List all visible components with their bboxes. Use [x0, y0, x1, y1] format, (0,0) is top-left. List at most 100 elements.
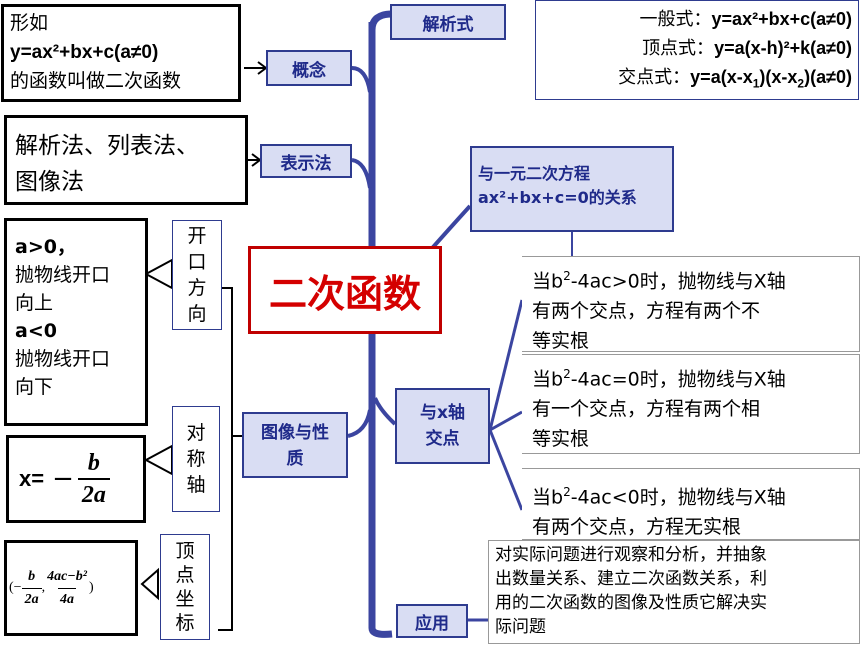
cond3-line-1: 当b2-4ac<0时，抛物线与X轴 — [532, 477, 849, 512]
cond1-line-3: 等实根 — [532, 330, 590, 353]
spine-line — [368, 22, 393, 638]
xaxis-line-1: 与x轴 — [420, 403, 465, 423]
vertex-box: (− b 2a , 4ac−b² 4a ) — [4, 540, 138, 636]
center-title: 二次函数 — [268, 271, 421, 316]
vertex-fraction-1: b 2a — [21, 566, 42, 611]
vertex-comma: , — [41, 580, 46, 595]
opening-line-3: 向上 — [15, 292, 54, 314]
general-label: 一般式： — [639, 9, 712, 30]
symmetry-prefix: x= — [19, 466, 45, 491]
vertex-n1: b — [28, 568, 36, 584]
vertex-char-4: 标 — [175, 612, 195, 634]
vertex-label[interactable]: 顶 点 坐 标 — [160, 534, 210, 640]
cond3-prefix: 当b — [532, 486, 564, 509]
opening-label[interactable]: 开 口 方 向 — [172, 220, 222, 330]
cond1-prefix: 当b — [532, 270, 564, 293]
general-formula: y=ax²+bx+c(a≠0) — [711, 9, 852, 29]
opening-arrow — [143, 258, 173, 290]
vertex-n2: 4ac−b² — [47, 568, 87, 584]
concept-line-3: 的函数叫做二次函数 — [10, 70, 182, 92]
cond2-rest: -4ac=0时，抛物线与X轴 — [570, 368, 786, 391]
cond1-rest: -4ac>0时，抛物线与X轴 — [570, 270, 786, 293]
vertex-arrow — [140, 567, 159, 601]
concept-arrow — [244, 61, 268, 75]
intercept-c: )(a≠0) — [804, 67, 852, 87]
symmetry-arrow — [143, 444, 173, 476]
spine-top-curve — [368, 10, 393, 31]
equation-line-1: 与一元二次方程 — [478, 164, 591, 183]
concept-connector — [351, 66, 372, 93]
cond1-sup: 2 — [563, 269, 571, 283]
intercept-a: y=a(x-x — [690, 67, 753, 87]
opening-char-3: 方 — [187, 277, 207, 299]
symmetry-char-1: 对 — [186, 422, 206, 444]
representation-box: 解析法、列表法、 图像法 — [4, 115, 248, 205]
cond1-line-1: 当b2-4ac>0时，抛物线与X轴 — [532, 261, 849, 296]
xaxis-line-2: 交点 — [425, 429, 460, 449]
cond2-line-3: 等实根 — [532, 428, 590, 451]
cond2-line-2: 有一个交点，方程有两个相 — [532, 398, 761, 421]
branch-concept[interactable]: 概念 — [266, 50, 352, 86]
condition-zero: 当b2-4ac=0时，抛物线与X轴 有一个交点，方程有两个相 等实根 — [522, 354, 860, 454]
branch-x-axis[interactable]: 与x轴 交点 — [395, 388, 490, 464]
vertex-open: (− — [9, 580, 22, 595]
vertex-label: 顶点式： — [642, 38, 715, 59]
application-line-4: 际问题 — [495, 617, 546, 637]
representation-line-1: 解析法、列表法、 — [15, 133, 199, 159]
application-line-1: 对实际问题进行观察和分析，并抽象 — [495, 545, 767, 565]
intercept-formula: y=a(x-x1)(x-x2)(a≠0) — [690, 67, 852, 91]
center-node[interactable]: 二次函数 — [248, 246, 442, 334]
intercept-b: )(x-x — [759, 67, 798, 87]
vertex-char-1: 顶 — [175, 540, 195, 562]
application-line-3: 用的二次函数的图像及性质它解决实 — [495, 593, 767, 613]
cond1-line-2: 有两个交点，方程有两个不 — [532, 300, 761, 323]
symmetry-label[interactable]: 对 称 轴 — [172, 406, 220, 512]
graph-line-2: 质 — [286, 449, 304, 469]
cond2-line-1: 当b2-4ac=0时，抛物线与X轴 — [532, 359, 849, 394]
symmetry-char-3: 轴 — [186, 474, 206, 496]
branch-representation[interactable]: 表示法 — [260, 144, 352, 178]
branch-application[interactable]: 应用 — [396, 604, 468, 638]
expression-box: 一般式：y=ax²+bx+c(a≠0) 顶点式：y=a(x-h)²+k(a≠0)… — [535, 0, 859, 100]
symmetry-fraction: b 2a — [77, 448, 110, 510]
branch-equation[interactable]: 与一元二次方程 ax²+bx+c=0的关系 — [470, 146, 674, 232]
graph-line-1: 图像与性 — [261, 423, 329, 443]
equation-line-2: ax²+bx+c=0的关系 — [478, 188, 637, 207]
opening-char-4: 向 — [187, 303, 207, 325]
representation-line-2: 图像法 — [15, 169, 84, 195]
condition-positive: 当b2-4ac>0时，抛物线与X轴 有两个交点，方程有两个不 等实根 — [522, 256, 860, 352]
vertex-d1: 2a — [21, 587, 42, 611]
cond2-sup: 2 — [563, 367, 571, 381]
intercept-sub-1: 1 — [752, 76, 760, 91]
cond2-prefix: 当b — [532, 368, 564, 391]
xaxis-to-cond-3 — [488, 429, 524, 511]
vertex-fraction-2: 4ac−b² 4a — [45, 566, 89, 611]
opening-box: a>0， 抛物线开口 向上 a<0 抛物线开口 向下 — [4, 218, 148, 426]
branch-expression[interactable]: 解析式 — [390, 4, 506, 40]
graph-connector — [347, 409, 372, 438]
concept-line-2: y=ax²+bx+c(a≠0) — [10, 42, 159, 63]
cond3-line-2: 有两个交点，方程无实根 — [532, 516, 742, 539]
concept-box: 形如 y=ax²+bx+c(a≠0) 的函数叫做二次函数 — [1, 4, 241, 102]
xaxis-to-cond-2 — [489, 410, 523, 432]
symmetry-char-2: 称 — [186, 448, 206, 470]
cond3-sup: 2 — [563, 485, 571, 499]
branch-graph[interactable]: 图像与性 质 — [242, 412, 348, 478]
vertex-close: ) — [88, 580, 94, 595]
symmetry-minus: − — [52, 464, 74, 494]
cond3-rest: -4ac<0时，抛物线与X轴 — [570, 486, 786, 509]
opening-char-1: 开 — [187, 225, 207, 247]
opening-line-4: a<0 — [15, 320, 57, 342]
intercept-label: 交点式： — [618, 67, 691, 88]
concept-line-1: 形如 — [10, 12, 49, 34]
opening-char-2: 口 — [187, 251, 207, 273]
vertex-char-2: 点 — [175, 564, 195, 586]
vertex-char-3: 坐 — [175, 588, 195, 610]
representation-arrow — [248, 153, 262, 167]
expression-vertex: 顶点式：y=a(x-h)²+k(a≠0) — [542, 34, 852, 63]
application-box: 对实际问题进行观察和分析，并抽象 出数量关系、建立二次函数关系，利 用的二次函数… — [488, 540, 860, 644]
intercept-sub-2: 2 — [797, 76, 805, 91]
xaxis-connector — [373, 397, 397, 426]
vertex-formula: y=a(x-h)²+k(a≠0) — [714, 38, 852, 58]
